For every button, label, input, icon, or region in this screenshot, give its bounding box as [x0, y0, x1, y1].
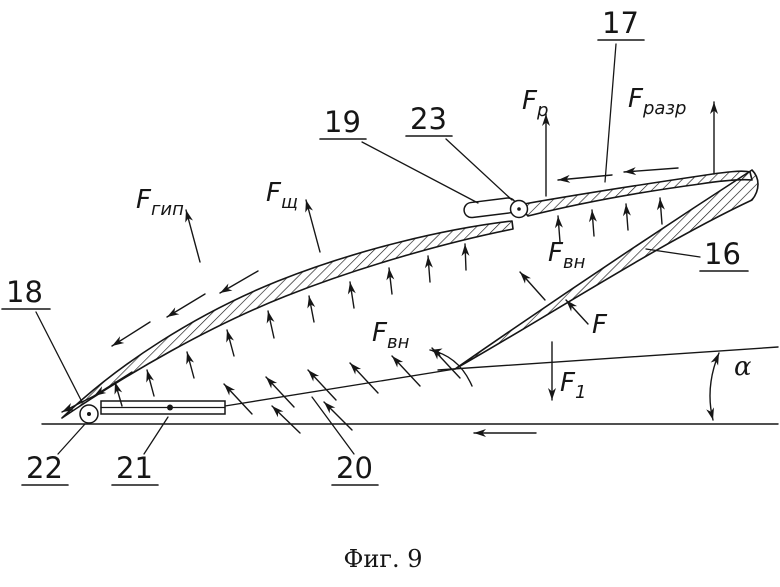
label-f-p: Fр	[522, 86, 548, 121]
leader-17	[604, 43, 617, 183]
part-labels: 17 19 23 16 18 22 21 20	[6, 6, 741, 485]
label-f-razr: Fразр	[628, 84, 686, 119]
slot-flow-hook-arrow	[429, 348, 473, 387]
part-label-19: 19	[324, 105, 361, 139]
upper-flap-element	[522, 170, 753, 217]
wing-sections	[61, 169, 759, 419]
hinge-and-actuator	[79, 197, 529, 424]
part-label-17: 17	[602, 6, 639, 40]
angle-arc-arrow	[706, 352, 720, 421]
lower-surface-line	[224, 368, 456, 407]
slot-flow-arrow	[265, 376, 295, 408]
force-f-arrow	[565, 299, 589, 325]
leader-20	[311, 396, 355, 455]
part-label-20: 20	[336, 451, 373, 485]
flow-arrow	[557, 174, 613, 183]
pressure-arrow	[588, 209, 597, 237]
flow-arrow	[111, 321, 151, 347]
force-arrows	[185, 101, 718, 401]
force-gip-arrow	[185, 209, 201, 263]
actuator-pin	[167, 404, 173, 411]
part-label-23: 23	[410, 102, 447, 136]
force-labels: Fгип Fщ Fр Fразр Fвн Fвн F F1 α	[136, 84, 752, 403]
lower-pivot-center	[87, 412, 91, 416]
leader-23	[445, 138, 513, 201]
slot-flow-arrow	[271, 405, 301, 434]
pressure-arrow	[266, 310, 275, 339]
pressure-arrow	[424, 255, 433, 283]
part-label-18: 18	[6, 275, 43, 309]
pressure-arrow	[186, 351, 195, 379]
pressure-arrows	[114, 197, 665, 407]
label-f-vn-top: Fвн	[548, 238, 586, 273]
force-shch-arrow	[305, 199, 321, 253]
leader-18	[35, 311, 83, 403]
leader-22	[57, 423, 86, 455]
label-f-1: F1	[560, 368, 586, 403]
flow-arrow	[93, 371, 133, 397]
flow-arrows	[61, 167, 679, 437]
chord-line	[437, 346, 779, 371]
pressure-arrow	[114, 381, 123, 407]
upper-hinge-cylinder	[463, 197, 517, 219]
force-vn-top-arrow	[519, 271, 546, 301]
slot-flow-arrow	[391, 355, 421, 387]
part-label-21: 21	[116, 451, 153, 485]
flow-arrow	[166, 293, 206, 318]
pressure-arrow	[622, 203, 631, 231]
pressure-arrow	[554, 215, 563, 243]
slot-flow-arrow	[323, 401, 353, 431]
pressure-arrow	[347, 281, 356, 309]
label-f-shch: Fщ	[266, 178, 298, 213]
leader-16	[645, 248, 701, 258]
figure-caption: Фиг. 9	[343, 545, 422, 573]
label-f-gip: Fгип	[136, 185, 184, 220]
leader-21	[143, 416, 169, 455]
main-slat-body	[61, 220, 514, 419]
slot-flow-arrow	[307, 369, 337, 401]
part-label-16: 16	[704, 237, 741, 271]
leaders	[1, 39, 749, 486]
pressure-arrow	[461, 243, 470, 271]
pressure-arrow	[226, 329, 235, 357]
rear-wing-element	[454, 169, 759, 370]
upper-pivot-center	[517, 207, 521, 211]
label-alpha: α	[734, 352, 752, 382]
label-f-vn-bottom: Fвн	[372, 318, 410, 353]
label-f-main: F	[592, 310, 608, 340]
pressure-arrow	[146, 369, 155, 397]
flow-arrow	[219, 270, 259, 294]
part-label-22: 22	[26, 451, 63, 485]
flow-arrow	[623, 167, 679, 176]
pressure-arrow	[656, 197, 665, 225]
slot-flow-arrow	[223, 383, 253, 415]
reference-lines	[41, 346, 779, 425]
leader-19	[361, 141, 479, 204]
slot-flow-arrow	[349, 362, 379, 394]
pressure-arrow	[307, 295, 316, 323]
pressure-arrow	[386, 267, 395, 295]
